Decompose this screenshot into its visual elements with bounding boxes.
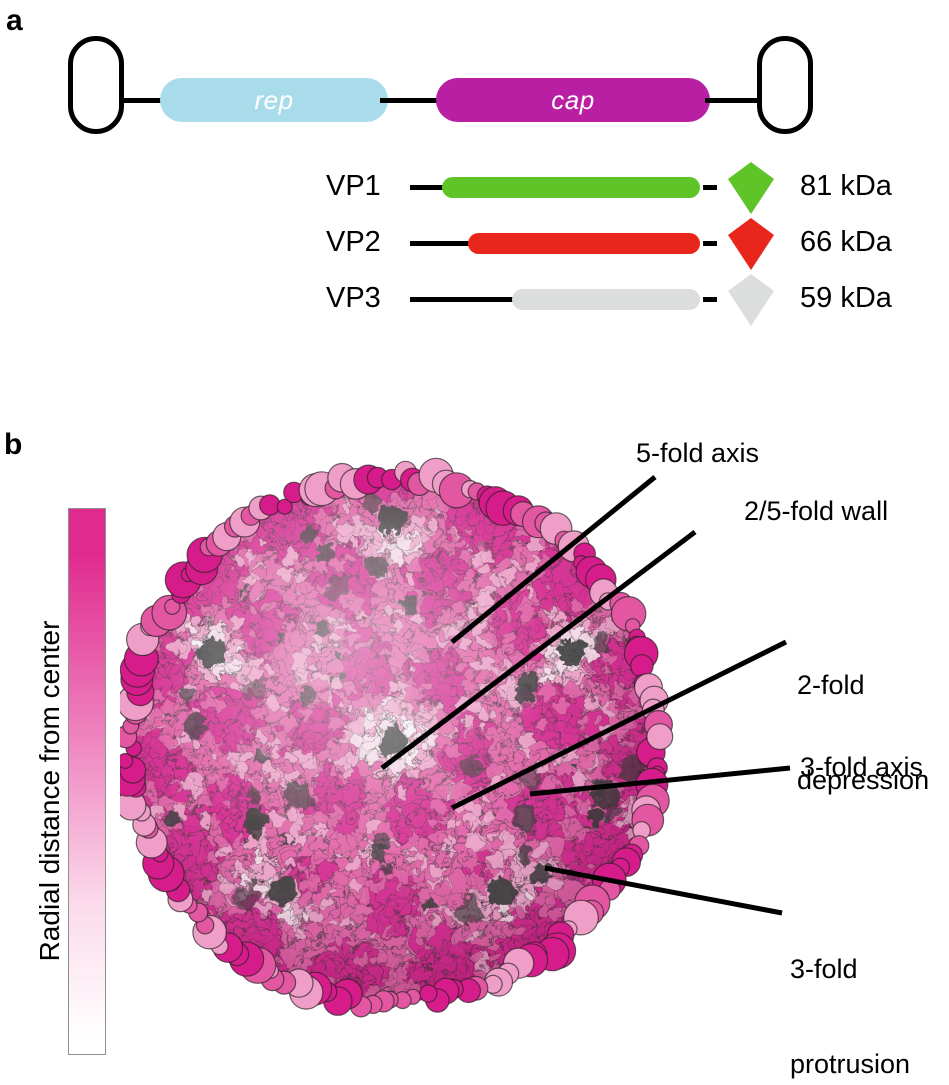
genome-backbone-left	[122, 98, 168, 103]
vp-leader-line	[410, 241, 474, 246]
capsid-structure-image	[120, 440, 680, 1085]
itr-right-hairpin	[757, 36, 813, 134]
vp-bar	[468, 233, 700, 254]
vp-kite-marker-icon	[728, 162, 774, 214]
genome-schematic: rep cap	[0, 20, 949, 150]
genome-backbone-middle	[380, 98, 442, 103]
vp-row: VP2 66 kDa	[0, 216, 949, 272]
vp-mass-label: 59 kDa	[800, 282, 892, 314]
annotation-3-fold-axis: 3-fold axis	[800, 752, 924, 782]
gene-label-rep: rep	[254, 84, 294, 115]
itr-left-hairpin	[68, 36, 124, 134]
vp-end-tick	[703, 185, 717, 190]
vp-name-label: VP3	[326, 282, 381, 314]
vp-bar	[442, 177, 700, 198]
panel-label-a: a	[6, 4, 23, 37]
capsid-panel: Radial distance from center	[0, 420, 949, 1085]
vp-leader-line	[410, 185, 448, 190]
annotation-3-fold-protrusion: 3-fold protrusion	[790, 890, 910, 1085]
vp-mass-label: 81 kDa	[800, 170, 892, 202]
vp-end-tick	[703, 241, 717, 246]
annotation-5-fold-axis: 5-fold axis	[636, 438, 760, 468]
vp-end-tick	[703, 297, 717, 302]
vp-name-label: VP1	[326, 170, 381, 202]
annotation-line: 3-fold	[790, 953, 858, 984]
colorbar-axis-label: Radial distance from center	[34, 620, 65, 962]
gene-box-rep: rep	[160, 78, 388, 122]
annotation-line: depression	[797, 765, 930, 796]
vp-name-label: VP2	[326, 226, 381, 258]
vp-leader-line	[410, 297, 518, 302]
annotation-line: protrusion	[790, 1049, 911, 1080]
capsid-surface-svg	[120, 457, 674, 1018]
vp-row: VP3 59 kDa	[0, 272, 949, 328]
gene-label-cap: cap	[551, 84, 595, 115]
vp-kite-marker-icon	[728, 274, 774, 326]
annotation-line: 2-fold	[797, 669, 865, 700]
vp-row: VP1 81 kDa	[0, 160, 949, 216]
annotation-2-fold-depression: 2-fold depression	[797, 606, 929, 861]
panel-label-b: b	[4, 428, 23, 461]
radial-distance-colorbar	[68, 508, 106, 1055]
vp-kite-marker-icon	[728, 218, 774, 270]
annotation-2-5-fold-wall: 2/5-fold wall	[744, 496, 889, 526]
gene-box-cap: cap	[436, 78, 710, 122]
vp-mass-label: 66 kDa	[800, 226, 892, 258]
viral-protein-rows: VP1 81 kDa VP2 66 kDa VP3	[0, 160, 949, 330]
genome-backbone-right	[705, 98, 761, 103]
vp-bar	[512, 289, 700, 310]
